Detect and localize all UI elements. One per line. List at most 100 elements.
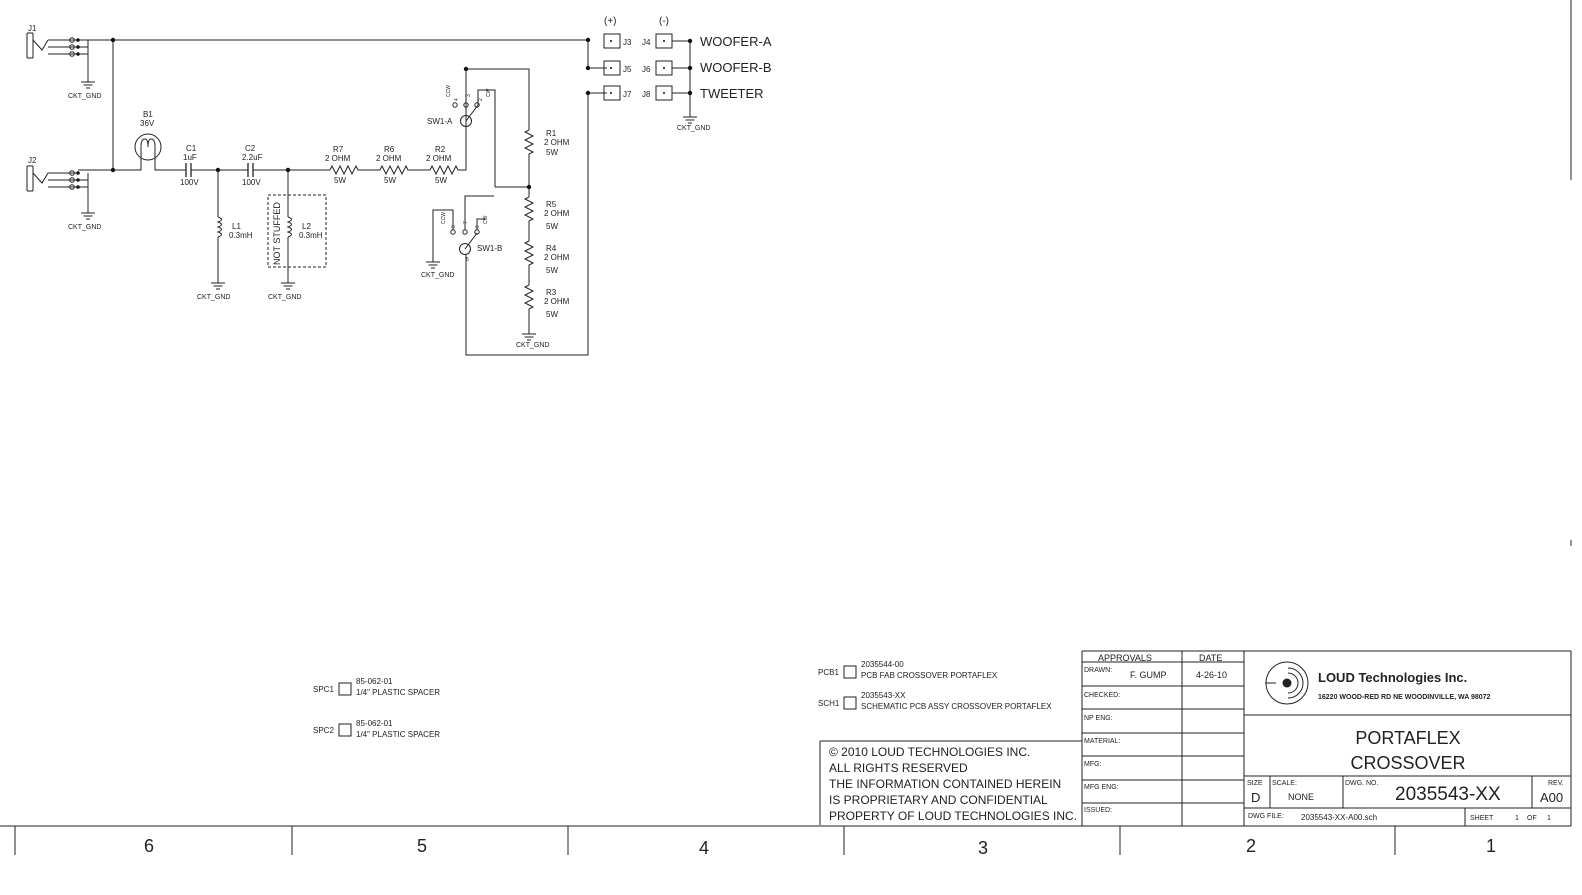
j6-label: J6 [642, 65, 651, 74]
r2-power: 5W [435, 176, 447, 185]
resistor-r2: R2 2 OHM 5W [426, 68, 530, 185]
mfg-label: MFG: [1084, 761, 1102, 768]
j5-label: J5 [623, 65, 632, 74]
r4-power: 5W [546, 266, 558, 275]
sch1-desc: SCHEMATIC PCB ASSY CROSSOVER PORTAFLEX [861, 702, 1052, 711]
tweeter-label: TWEETER [700, 86, 764, 101]
woofer-a-label: WOOFER-A [700, 34, 772, 49]
copyright-line-1: © 2010 LOUD TECHNOLOGIES INC. [829, 745, 1030, 759]
sheet-border: 6 5 4 3 2 1 [0, 0, 1572, 858]
j7-label: J7 [623, 90, 632, 99]
j2-label: J2 [28, 156, 37, 165]
capacitor-c1: C1 1uF 100V [180, 144, 243, 187]
r7-value: 2 OHM [325, 154, 351, 163]
checked-label: CHECKED: [1084, 692, 1120, 699]
copyright-line-3: THE INFORMATION CONTAINED HEREIN [829, 777, 1061, 791]
sw1b-pin8: 8 [451, 225, 457, 228]
switch-sw1-a: CCW 3 CW 4 2 SW1-A [427, 69, 496, 187]
jack-j2: J2 CKT_GND [26, 156, 101, 231]
zone-4: 4 [699, 838, 709, 858]
c2-rating: 100V [242, 178, 261, 187]
sw1b-ccw: CCW [441, 212, 447, 224]
company-name: LOUD Technologies Inc. [1318, 670, 1467, 685]
j4-label: J4 [642, 38, 651, 47]
j1-label: J1 [28, 24, 37, 33]
mfg-eng-label: MFG ENG: [1084, 784, 1119, 791]
inductor-l2: NOT STUFFED L2 0.3mH CKT_GND [267, 170, 327, 301]
spc1-desc: 1/4" PLASTIC SPACER [356, 688, 440, 697]
sw1b-pin5: 5 [466, 257, 469, 263]
r3-ref: R3 [546, 288, 557, 297]
size-label: SIZE [1247, 780, 1263, 787]
resistor-r6: R6 2 OHM 5W [376, 145, 430, 185]
drawn-by: F. GUMP [1130, 670, 1167, 680]
sw1a-label: SW1-A [427, 117, 453, 126]
j8-label: J8 [642, 90, 651, 99]
drawn-date: 4-26-10 [1196, 670, 1227, 680]
dwg-no-value: 2035543-XX [1395, 784, 1501, 805]
zone-1: 1 [1486, 836, 1496, 856]
sch1-ref: SCH1 [818, 699, 840, 708]
sw1b-pin6: 6 [475, 225, 481, 228]
sw1b-label: SW1-B [477, 244, 502, 253]
r6-ref: R6 [384, 145, 395, 154]
sheet-label: SHEET [1470, 815, 1494, 822]
inductor-l1: L1 0.3mH CKT_GND [197, 170, 253, 301]
resistor-r5: R5 2 OHM 5W [523, 196, 570, 241]
sw1a-cw: CW [486, 88, 492, 97]
r2-ref: R2 [435, 145, 446, 154]
resistor-r7: R7 2 OHM 5W [325, 145, 380, 185]
r4-value: 2 OHM [544, 253, 570, 262]
sch1-pn: 2035543-XX [861, 691, 906, 700]
title-block: LOUD Technologies Inc. 16220 WOOD-RED RD… [1244, 651, 1572, 826]
r7-ref: R7 [333, 145, 344, 154]
r7-power: 5W [334, 176, 346, 185]
drawn-label: DRAWN: [1084, 667, 1112, 674]
approvals-block: APPROVALS DATE DRAWN: F. GUMP 4-26-10 CH… [1081, 650, 1571, 826]
copyright-line-2: ALL RIGHTS RESERVED [829, 761, 968, 775]
c2-value: 2.2uF [242, 153, 263, 162]
r4-ref: R4 [546, 244, 557, 253]
scale-value: NONE [1288, 792, 1314, 802]
r1-power: 5W [546, 148, 558, 157]
spc2-pn: 85-062-01 [356, 719, 393, 728]
sw1a-pin4: 4 [454, 98, 460, 101]
capacitor-c2: C2 2.2uF 100V [242, 144, 330, 187]
resistor-r3: R3 2 OHM 5W CKT_GND [516, 284, 570, 349]
c1-value: 1uF [183, 153, 197, 162]
r5-value: 2 OHM [544, 209, 570, 218]
gnd-label-out: CKT_GND [677, 125, 710, 132]
issued-label: ISSUED: [1084, 807, 1112, 814]
of-value: 1 [1547, 815, 1551, 822]
switch-sw1-b: CCW 7 CW 8 6 5 SW1-B CKT_GND [421, 195, 502, 279]
drawing-title-1: PORTAFLEX [1355, 728, 1460, 748]
company-logo [1265, 661, 1309, 705]
sw1a-pin3: 3 [466, 94, 472, 97]
dwg-file-label: DWG FILE: [1248, 813, 1284, 820]
r1-ref: R1 [546, 129, 557, 138]
zone-3: 3 [978, 838, 988, 858]
gnd-label-l2: CKT_GND [268, 294, 301, 301]
jack-j1: J1 CKT_GND [26, 24, 101, 100]
r1-value: 2 OHM [544, 138, 570, 147]
approvals-header: APPROVALS [1098, 653, 1152, 663]
r2-value: 2 OHM [426, 154, 452, 163]
r6-power: 5W [384, 176, 396, 185]
minus-label: (-) [659, 16, 669, 27]
spc1-pn: 85-062-01 [356, 677, 393, 686]
spc1-ref: SPC1 [313, 685, 334, 694]
sw1a-pin2: 2 [478, 98, 484, 101]
dwg-file-value: 2035543-XX-A00.sch [1301, 813, 1377, 822]
r5-ref: R5 [546, 200, 557, 209]
size-value: D [1251, 790, 1260, 805]
zone-6: 6 [144, 836, 154, 856]
sw1a-ccw: CCW [446, 85, 452, 97]
parts-list: SPC1 85-062-01 1/4" PLASTIC SPACER SPC2 … [313, 660, 1052, 739]
gnd-label-j2: CKT_GND [68, 224, 101, 231]
spc2-ref: SPC2 [313, 726, 334, 735]
zone-2: 2 [1246, 836, 1256, 856]
r3-value: 2 OHM [544, 297, 570, 306]
rev-label: REV. [1548, 780, 1564, 787]
not-stuffed-label: NOT STUFFED [272, 202, 282, 265]
